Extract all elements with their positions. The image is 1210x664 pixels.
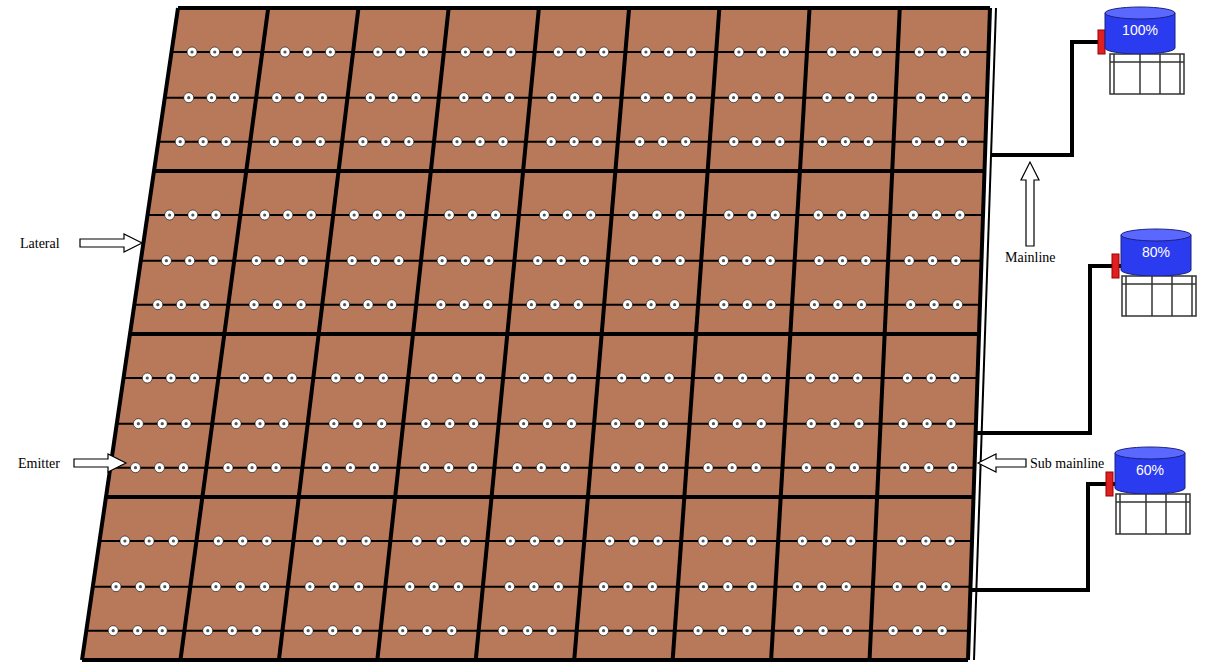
tank-stands — [1110, 54, 1196, 534]
tank-level: 60% — [1114, 446, 1186, 478]
field-ground — [82, 8, 990, 660]
plot-borders — [82, 8, 990, 660]
part-label: Sub mainline — [1030, 456, 1104, 471]
part-label: Emitter — [18, 456, 60, 471]
part-label: Mainline — [1005, 250, 1056, 265]
sub-mainline — [974, 8, 996, 660]
valves — [1098, 30, 1119, 496]
water-tank: 60% — [1114, 446, 1186, 494]
emitters — [108, 47, 971, 636]
pointer-arrows — [74, 162, 1039, 472]
mainline-pipes — [970, 42, 1124, 590]
field-plots — [82, 8, 996, 660]
water-tank: 100% — [1104, 6, 1176, 54]
tank-level: 80% — [1120, 228, 1192, 260]
water-tank: 80% — [1120, 228, 1192, 276]
part-label: Lateral — [20, 236, 60, 251]
tank-level: 100% — [1104, 6, 1176, 38]
